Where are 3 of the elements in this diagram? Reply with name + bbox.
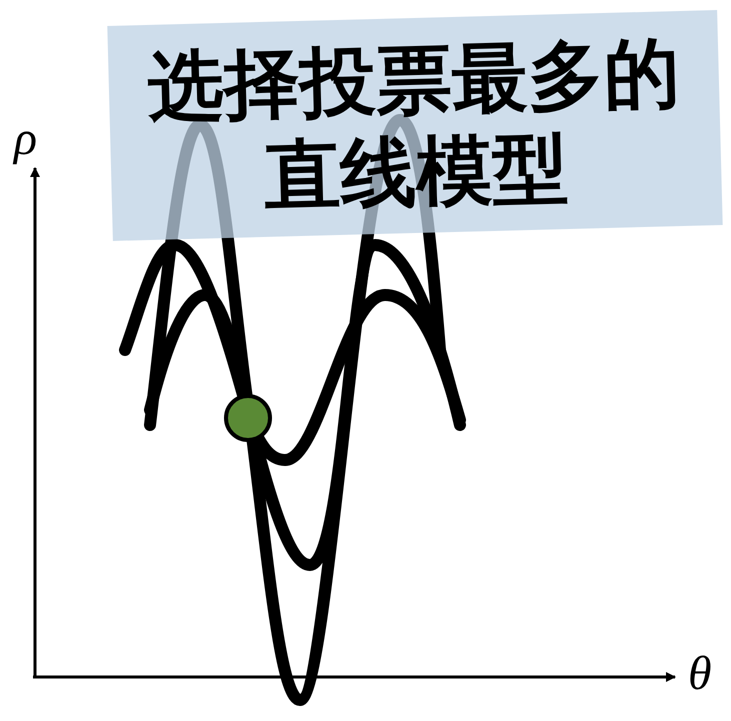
banner-text: 选择投票最多的直线模型 [146,26,682,222]
axis-label: θ [688,650,712,698]
axis-label: ρ [14,115,38,163]
